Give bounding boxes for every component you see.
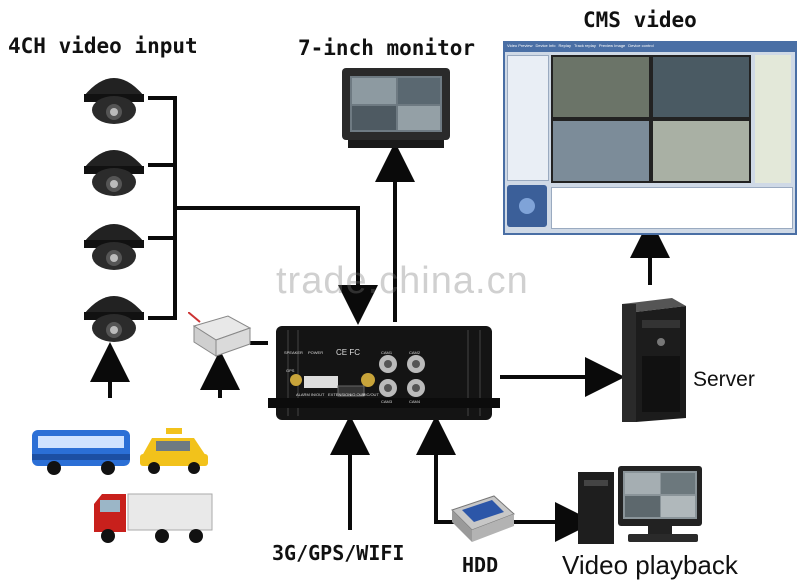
tab-track-replay[interactable]: Track replay	[573, 43, 596, 48]
connectivity-label: 3G/GPS/WIFI	[272, 541, 405, 565]
playback-label: Video playback	[562, 550, 738, 580]
watermark-text: trade.china.cn	[276, 260, 529, 302]
monitor-label: 7-inch monitor	[298, 36, 476, 60]
playback-computer-icon	[578, 466, 702, 544]
cam2-port-label: CAM2	[409, 350, 421, 355]
dvr-body-icon	[268, 326, 500, 420]
speaker-port-label: SPEAKER	[284, 350, 303, 355]
video-tile[interactable]	[553, 57, 649, 117]
video-tile[interactable]	[553, 121, 649, 181]
dome-camera-icon	[84, 78, 144, 124]
alarm-box-icon	[188, 312, 252, 357]
alarm-port-label: ALARM IN/OUT	[296, 392, 325, 397]
tab-video-preview[interactable]: Video Preview	[507, 43, 533, 48]
cms-label: CMS video	[583, 8, 697, 32]
connection-lines	[90, 96, 670, 542]
cms-device-tree[interactable]	[507, 55, 549, 181]
io-out-port-label: I/O OUT	[350, 392, 365, 397]
video-tile[interactable]	[653, 57, 749, 117]
taxi-icon	[140, 428, 208, 474]
mobile-dvr-unit: SPEAKER POWER CE FC CAM1 CAM2 CAM3 CAM4 …	[268, 322, 500, 426]
camera-stack	[84, 78, 144, 342]
dome-camera-icon	[84, 150, 144, 196]
dome-camera-icon	[84, 296, 144, 342]
server-label: Server	[693, 368, 755, 391]
cam4-port-label: CAM4	[409, 399, 421, 404]
cms-tab-bar: Video Preview Device Info Replay Track r…	[505, 43, 795, 52]
cam3-port-label: CAM3	[381, 399, 393, 404]
tab-preview-image[interactable]: Preview Image	[598, 43, 626, 48]
dome-camera-icon	[84, 224, 144, 270]
cms-video-grid	[551, 55, 751, 183]
hdd-icon	[451, 495, 515, 542]
cms-window: Video Preview Device Info Replay Track r…	[503, 41, 797, 235]
cms-log-table[interactable]	[551, 187, 793, 229]
certification-label: CE FC	[336, 348, 360, 357]
truck-icon	[94, 493, 213, 543]
hdd-label: HDD	[462, 553, 499, 577]
tab-device-info[interactable]: Device Info	[535, 43, 556, 48]
mic-port-label: MIC/OUT	[362, 392, 379, 397]
video-tile[interactable]	[653, 121, 749, 181]
tab-replay[interactable]: Replay	[558, 43, 571, 48]
cms-map-panel[interactable]	[755, 55, 791, 183]
power-port-label: POWER	[308, 350, 324, 355]
ptz-joystick-icon[interactable]	[519, 198, 535, 214]
cam1-port-label: CAM1	[381, 350, 393, 355]
monitor-icon	[342, 68, 450, 148]
bus-icon	[32, 430, 130, 475]
video-input-label: 4CH video input	[8, 34, 198, 58]
tab-device-control[interactable]: Device control	[628, 43, 654, 48]
ptz-control[interactable]	[507, 185, 547, 227]
server-icon	[622, 298, 686, 422]
gps-port-label: GPS	[286, 368, 295, 373]
extension-port-label: EXTENSION	[328, 392, 352, 397]
